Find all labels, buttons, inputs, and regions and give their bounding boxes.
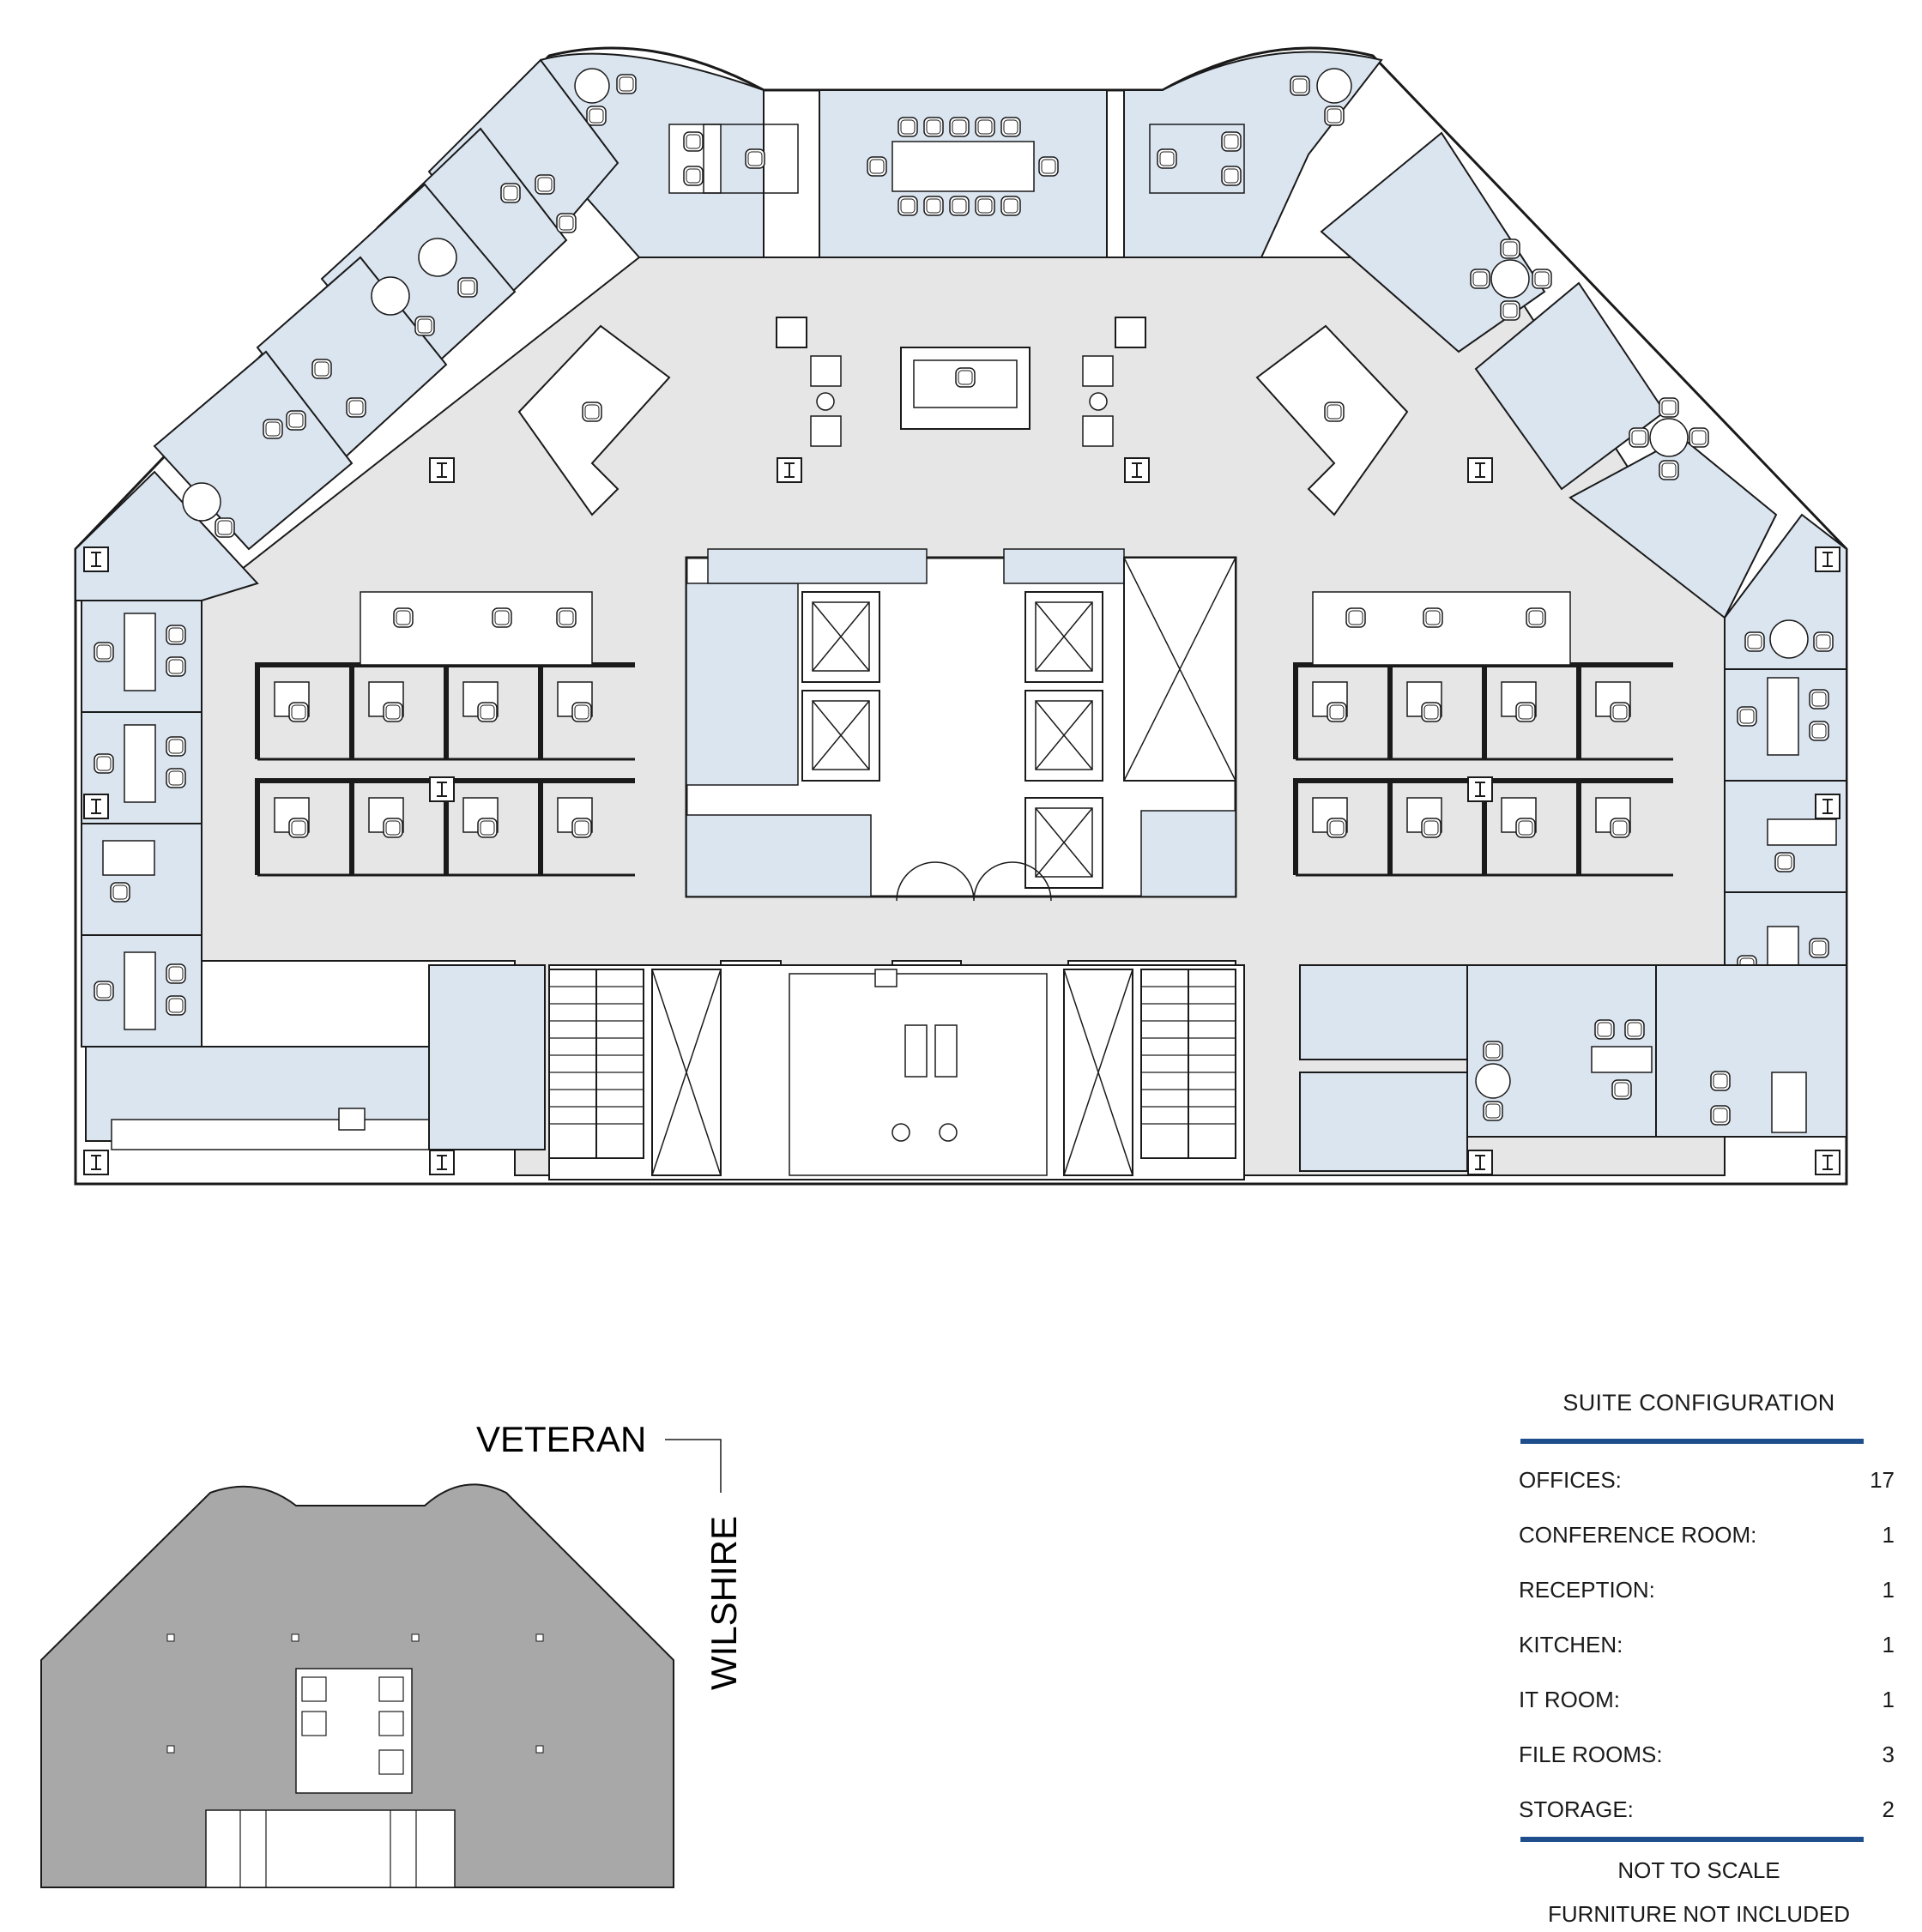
offices-west xyxy=(81,600,546,1150)
furniture-note: FURNITURE NOT INCLUDED xyxy=(1548,1901,1850,1927)
legend-row-conference-room: CONFERENCE ROOM: 1 xyxy=(1519,1507,1895,1562)
legend-value: 3 xyxy=(1882,1741,1895,1767)
legend-top-rule xyxy=(1520,1439,1864,1444)
south-core xyxy=(548,964,1245,1180)
legend-label: CONFERENCE ROOM: xyxy=(1519,1521,1757,1548)
workstations-west xyxy=(257,591,635,875)
street-label-veteran: VETERAN xyxy=(476,1419,646,1459)
legend-row-kitchen: KITCHEN: 1 xyxy=(1519,1617,1895,1672)
not-to-scale-note: NOT TO SCALE xyxy=(1617,1857,1780,1883)
legend-label: IT ROOM: xyxy=(1519,1686,1620,1712)
legend-row-storage: STORAGE: 2 xyxy=(1519,1782,1895,1837)
legend-value: 2 xyxy=(1882,1796,1895,1822)
legend-rows: OFFICES: 17 CONFERENCE ROOM: 1 RECEPTION… xyxy=(1519,1452,1895,1837)
legend-value: 17 xyxy=(1870,1466,1895,1493)
legend-value: 1 xyxy=(1882,1521,1895,1548)
offices-north-west xyxy=(75,52,765,601)
legend-label: KITCHEN: xyxy=(1519,1631,1623,1657)
legend-value: 1 xyxy=(1882,1686,1895,1712)
legend-row-it-room: IT ROOM: 1 xyxy=(1519,1672,1895,1727)
offices-north-east xyxy=(1123,51,1847,670)
legend-row-reception: RECEPTION: 1 xyxy=(1519,1562,1895,1617)
legend-value: 1 xyxy=(1882,1631,1895,1657)
legend-value: 1 xyxy=(1882,1576,1895,1603)
legend-row-offices: OFFICES: 17 xyxy=(1519,1452,1895,1507)
offices-east xyxy=(1299,668,1847,1172)
legend-bottom-rule xyxy=(1520,1837,1864,1842)
main-floor-plan xyxy=(74,46,1848,1186)
legend-label: STORAGE: xyxy=(1519,1796,1634,1822)
legend-title: SUITE CONFIGURATION xyxy=(1562,1390,1835,1416)
legend-label: FILE ROOMS: xyxy=(1519,1741,1663,1767)
conference-room xyxy=(819,89,1108,258)
legend-row-file-rooms: FILE ROOMS: 3 xyxy=(1519,1727,1895,1782)
veteran-leader-line xyxy=(665,1439,722,1493)
suite-configuration-legend: SUITE CONFIGURATION OFFICES: 17 CONFEREN… xyxy=(1519,1390,1895,1928)
street-label-wilshire: WILSHIRE xyxy=(704,1516,744,1690)
workstations-east xyxy=(1296,591,1673,875)
key-plan: VETERAN WILSHIRE xyxy=(40,1419,744,1888)
legend-label: RECEPTION: xyxy=(1519,1576,1655,1603)
reception-area xyxy=(517,317,1409,516)
offices-north xyxy=(668,124,1245,194)
legend-label: OFFICES: xyxy=(1519,1466,1622,1493)
